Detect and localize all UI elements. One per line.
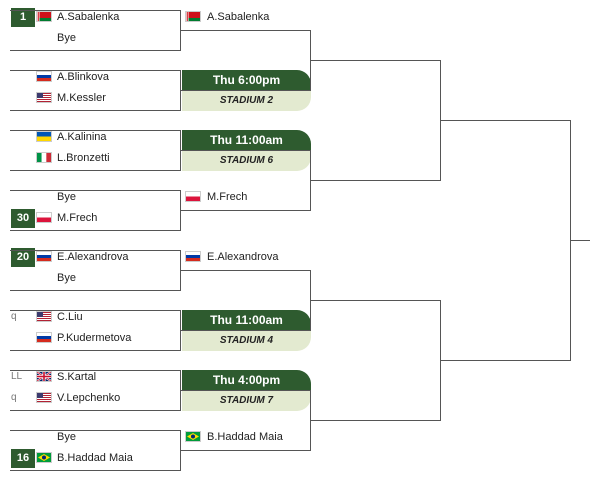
match-time: Thu 6:00pm <box>182 70 311 91</box>
ukraine-flag-icon <box>36 131 52 142</box>
bye-label: Bye <box>57 431 76 443</box>
player-name[interactable]: S.Kartal <box>57 371 97 383</box>
match-time: Thu 4:00pm <box>182 370 311 391</box>
match-box-top-line <box>10 310 180 311</box>
qf-connector-top <box>440 120 570 121</box>
russia-flag-icon <box>36 251 52 262</box>
match-box-bottom-line <box>10 470 180 471</box>
round2-connector-bottom <box>180 90 310 91</box>
match-box-top-line <box>10 250 180 251</box>
player-name[interactable]: B.Haddad Maia <box>57 452 133 464</box>
seed-badge: 1 <box>11 8 35 27</box>
belarus-flag-icon <box>185 11 201 22</box>
round2-connector-top <box>180 30 310 31</box>
player-name[interactable]: P.Kudermetova <box>57 332 132 344</box>
qf-connector-bottom <box>440 360 570 361</box>
seed-badge: 16 <box>11 449 35 468</box>
player-name[interactable]: A.Kalinina <box>57 131 107 143</box>
match-box-bottom-line <box>10 410 180 411</box>
round2-connector-bottom <box>180 330 310 331</box>
seed-badge: 30 <box>11 209 35 228</box>
match-time: Thu 11:00am <box>182 310 311 331</box>
seed-badge: 20 <box>11 248 35 267</box>
player-name[interactable]: M.Kessler <box>57 92 106 104</box>
round2-connector-top <box>180 270 310 271</box>
player-name[interactable]: A.Sabalenka <box>57 11 120 23</box>
match-box-top-line <box>10 430 180 431</box>
round3-connector-bottom <box>310 180 440 181</box>
qualifier-tag: LL <box>11 371 23 382</box>
russia-flag-icon <box>36 332 52 343</box>
bye-label: Bye <box>57 191 76 203</box>
round2-connector-bottom <box>180 450 310 451</box>
advanced-player-name[interactable]: B.Haddad Maia <box>207 431 283 443</box>
player-name[interactable]: L.Bronzetti <box>57 152 110 164</box>
match-box-top-line <box>10 10 180 11</box>
player-name[interactable]: A.Blinkova <box>57 71 109 83</box>
usa-flag-icon <box>36 311 52 322</box>
round2-connector-top <box>180 150 310 151</box>
usa-flag-icon <box>36 92 52 103</box>
match-box-bottom-line <box>10 230 180 231</box>
match-box-bottom-line <box>10 350 180 351</box>
match-box-top-line <box>10 70 180 71</box>
player-name[interactable]: M.Frech <box>57 212 98 224</box>
russia-flag-icon <box>36 71 52 82</box>
advanced-player-name[interactable]: M.Frech <box>207 191 248 203</box>
match-box-bottom-line <box>10 110 180 111</box>
uk-flag-icon <box>36 371 52 382</box>
brazil-flag-icon <box>36 452 52 463</box>
player-name[interactable]: C.Liu <box>57 311 83 323</box>
match-venue: STADIUM 7 <box>182 391 311 411</box>
qualifier-tag: q <box>11 311 17 322</box>
match-box-top-line <box>10 130 180 131</box>
round3-connector-top <box>310 300 440 301</box>
poland-flag-icon <box>36 212 52 223</box>
match-venue: STADIUM 6 <box>182 151 311 171</box>
match-box-top-line <box>10 370 180 371</box>
advanced-player-name[interactable]: E.Alexandrova <box>207 251 279 263</box>
bye-label: Bye <box>57 272 76 284</box>
match-box-bottom-line <box>10 290 180 291</box>
match-box-bottom-line <box>10 50 180 51</box>
round2-connector-top <box>180 390 310 391</box>
qualifier-tag: q <box>11 392 17 403</box>
belarus-flag-icon <box>36 11 52 22</box>
player-name[interactable]: V.Lepchenko <box>57 392 121 404</box>
advanced-player-name[interactable]: A.Sabalenka <box>207 11 270 23</box>
round3-connector-bottom <box>310 420 440 421</box>
italy-flag-icon <box>36 152 52 163</box>
match-time: Thu 11:00am <box>182 130 311 151</box>
match-venue: STADIUM 2 <box>182 91 311 111</box>
usa-flag-icon <box>36 392 52 403</box>
player-name[interactable]: E.Alexandrova <box>57 251 129 263</box>
round2-connector-bottom <box>180 210 310 211</box>
match-box-bottom-line <box>10 170 180 171</box>
brazil-flag-icon <box>185 431 201 442</box>
qf-connector-out <box>570 240 590 241</box>
round3-connector-top <box>310 60 440 61</box>
match-box-top-line <box>10 190 180 191</box>
bye-label: Bye <box>57 32 76 44</box>
match-venue: STADIUM 4 <box>182 331 311 351</box>
russia-flag-icon <box>185 251 201 262</box>
poland-flag-icon <box>185 191 201 202</box>
